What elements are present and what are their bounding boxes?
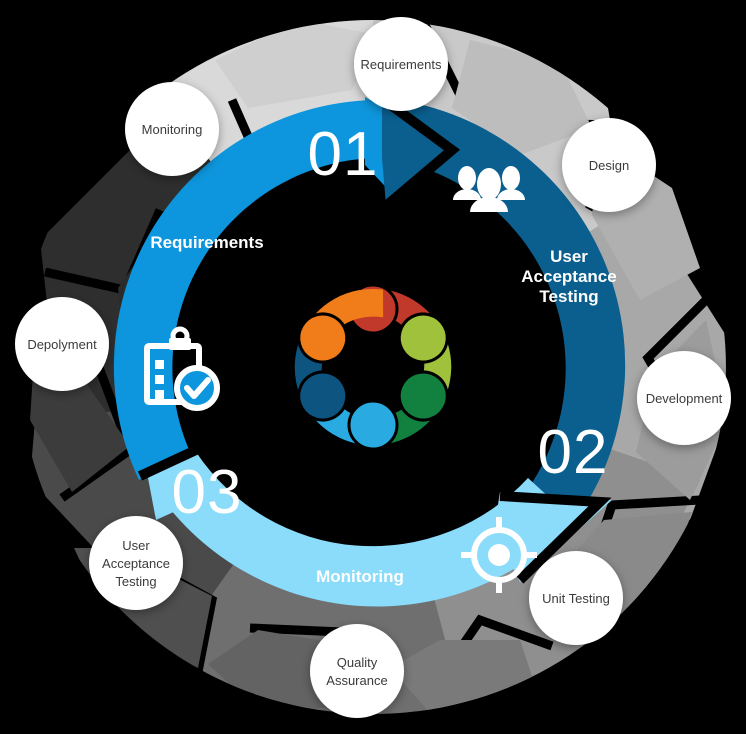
uat-line-2: Acceptance: [521, 267, 616, 286]
node-label-requirements: Requirements: [361, 57, 442, 72]
node-label-quality-assurance-line-2: Assurance: [326, 673, 387, 688]
people-group-icon: [453, 166, 525, 212]
arc-label-requirements: Requirements: [150, 233, 263, 252]
teamwork-people-circle-logo: [294, 283, 452, 451]
outer-node-monitoring[interactable]: Monitoring: [125, 82, 219, 176]
node-label-quality-assurance-line-1: Quality: [337, 655, 378, 670]
outer-node-depolyment[interactable]: Depolyment: [15, 297, 109, 391]
outer-node-user-acceptance-testing[interactable]: User Acceptance Testing: [89, 516, 183, 610]
arc-number-02: 02: [538, 418, 609, 487]
uat-line-1: User: [550, 247, 588, 266]
node-label-uat-line-3: Testing: [115, 574, 156, 589]
outer-node-unit-testing[interactable]: Unit Testing: [529, 551, 623, 645]
arc-label-user-acceptance-testing: User Acceptance Testing: [521, 247, 616, 306]
node-label-unit-testing: Unit Testing: [542, 591, 610, 606]
arc-separators: [137, 95, 612, 584]
outer-node-design[interactable]: Design: [562, 118, 656, 212]
arc-number-03: 03: [172, 458, 243, 527]
node-label-uat-line-2: Acceptance: [102, 556, 170, 571]
clipboard-check-icon: [144, 326, 220, 411]
node-label-uat-line-1: User: [122, 538, 150, 553]
center-hub: [225, 219, 521, 515]
uat-line-3: Testing: [539, 287, 598, 306]
node-label-development: Development: [646, 391, 723, 406]
arc-label-monitoring: Monitoring: [316, 567, 404, 586]
node-label-depolyment: Depolyment: [27, 337, 97, 352]
outer-node-development[interactable]: Development: [637, 351, 731, 445]
node-label-monitoring: Monitoring: [142, 122, 203, 137]
node-label-design: Design: [589, 158, 629, 173]
outer-node-quality-assurance[interactable]: Quality Assurance: [310, 624, 404, 718]
target-crosshair-icon: [461, 517, 537, 593]
outer-node-requirements[interactable]: Requirements: [354, 17, 448, 111]
arc-number-01: 01: [308, 120, 379, 189]
logo-person-orange: [297, 289, 384, 364]
